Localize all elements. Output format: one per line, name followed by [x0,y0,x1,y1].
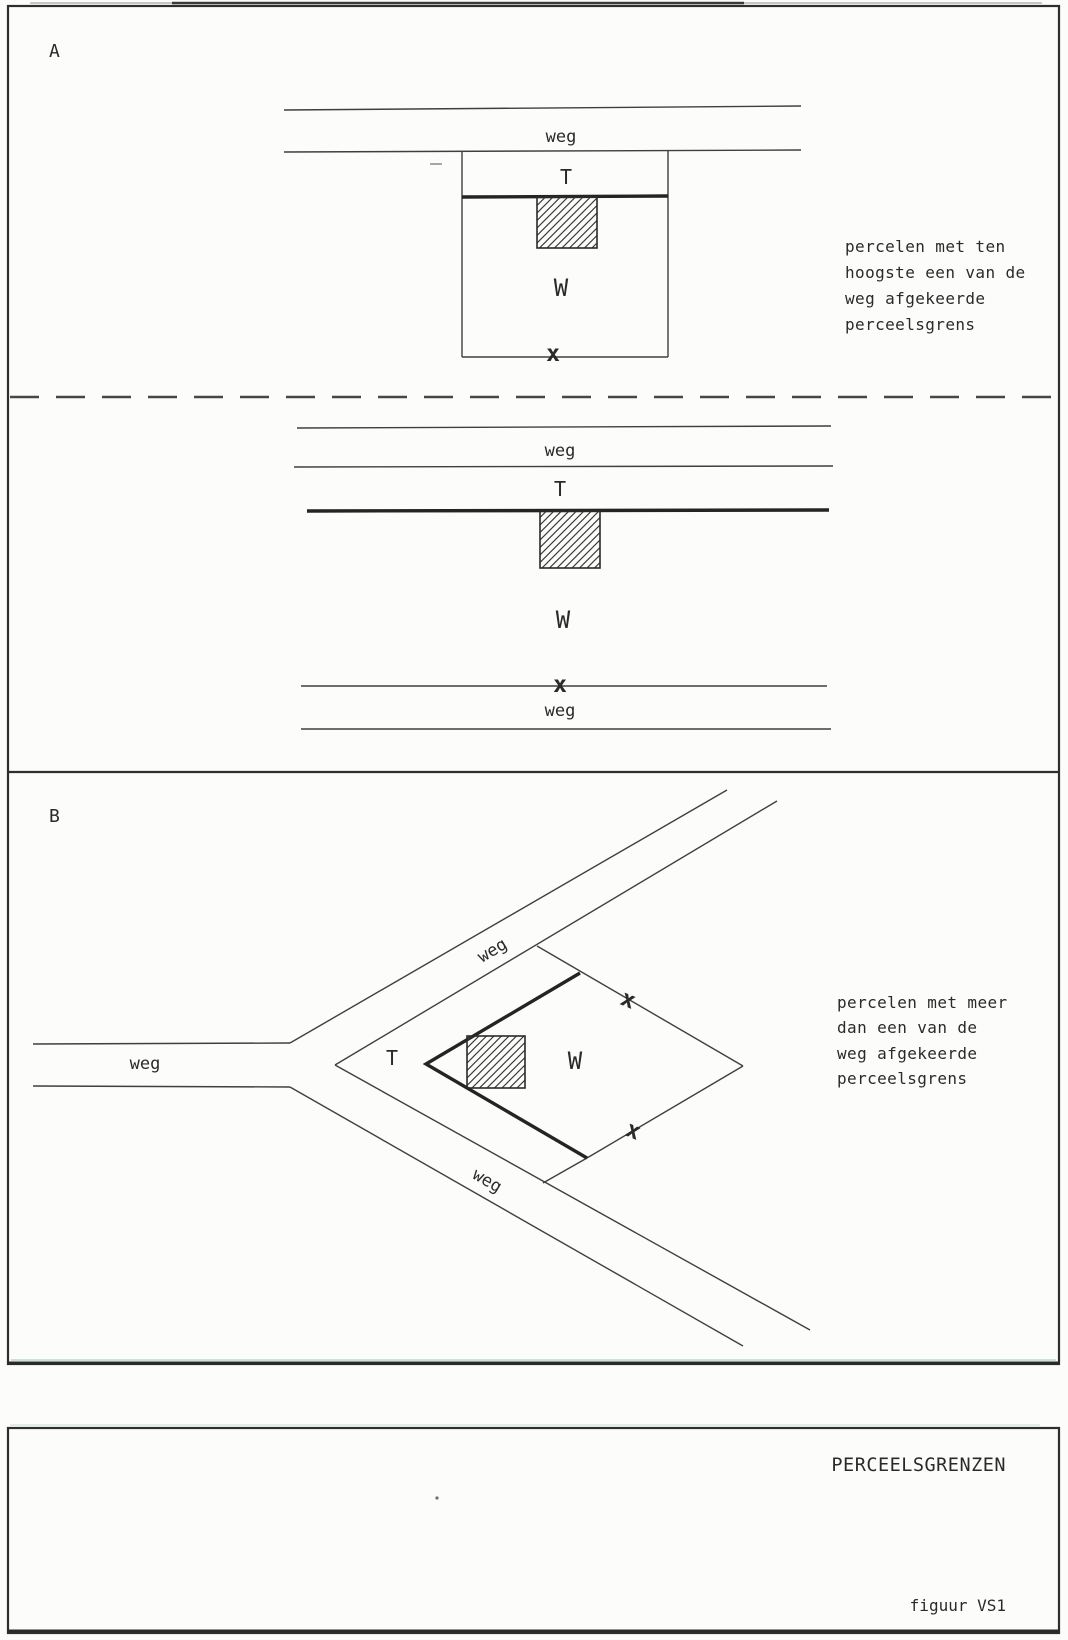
road-upper-diagonal-outer-edge [289,789,728,1044]
away-boundary-x-mark: x [546,341,560,367]
road-upper-diagonal-inner-edge [334,800,778,1066]
panel-a-diagram-top: weg T W x [283,105,802,367]
road-label: weg [474,934,511,967]
road-left-upper-edge [32,1042,291,1045]
title-box [6,1426,1061,1635]
scan-speckle-dot [435,1496,439,1500]
caption-line: percelen met meer [837,993,1008,1012]
panel-a-label: A [49,41,60,62]
away-boundary-x-mark: x [617,985,640,1014]
figure-outer-box [6,4,1061,1366]
away-boundary-x-mark: x [553,672,567,698]
road-upper-edge-line [283,105,802,111]
road-lower-edge-line [293,465,834,468]
caption-line: perceelsgrens [845,315,975,334]
road-label: weg [130,1054,161,1074]
parcel-label: W [554,274,569,302]
figure-number: figuur VS1 [910,1596,1006,1615]
road-lower-edge-line [283,149,802,153]
parcel-label: W [556,606,571,634]
front-boundary-thick-line [422,971,588,1160]
caption-line: weg afgekeerde [845,289,985,308]
panel-a-caption: percelen met ten hoogste een van de weg … [845,237,1026,334]
parcel-road-connector [542,1157,588,1184]
parcel-lower-away-boundary [586,1065,744,1159]
building-hatch-square [539,510,601,569]
caption-line: weg afgekeerde [837,1044,977,1063]
front-strip-label: T [560,165,572,189]
title-block: PERCEELSGRENZEN figuur VS1 [6,1424,1061,1635]
building-hatch-square [536,196,598,249]
caption-line: hoogste een van de [845,263,1026,282]
road-lower-diagonal-outer-edge [289,1086,744,1347]
road-lower-diagonal-inner-edge [334,1064,811,1331]
panel-b-caption: percelen met meer dan een van de weg afg… [837,993,1008,1088]
parcel-label: W [568,1047,583,1075]
figure-title: PERCEELSGRENZEN [831,1455,1006,1476]
road-label: weg [545,441,576,461]
panel-a-diagram-bottom: weg T W x weg [293,425,834,730]
panel-b-label: B [49,806,60,827]
building-hatch-square [466,1035,526,1089]
front-strip-label: T [386,1046,398,1070]
away-boundary-x-mark: x [622,1116,645,1145]
road-label: weg [545,701,576,721]
road-upper-edge-line [296,425,832,429]
caption-line: perceelsgrens [837,1069,967,1088]
parcel-upper-away-boundary [536,945,744,1067]
road-left-lower-edge [32,1085,291,1088]
caption-line: percelen met ten [845,237,1006,256]
caption-line: dan een van de [837,1018,977,1037]
front-strip-label: T [554,477,566,501]
panel-b-diagram: weg weg weg T W x x [32,789,811,1347]
road-label: weg [546,127,577,147]
